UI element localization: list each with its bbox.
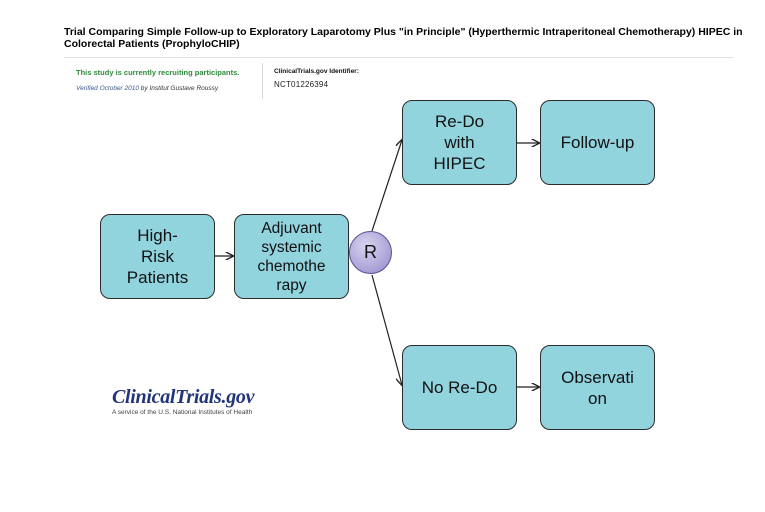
node-randomization: R: [349, 231, 392, 274]
arrow-randomize-to-noredo: [371, 274, 402, 385]
node-high-risk-patients: High- Risk Patients: [100, 214, 215, 299]
node-adjuvant-chemotherapy: Adjuvant systemic chemothe rapy: [234, 214, 349, 299]
node-follow-up: Follow-up: [540, 100, 655, 185]
verified-by: by Institut Gustave Roussy: [139, 85, 219, 92]
recruitment-status: This study is currently recruiting parti…: [76, 68, 240, 77]
header-divider: [64, 57, 734, 58]
header-column-divider: [262, 63, 263, 99]
logo-tagline: A service of the U.S. National Institute…: [112, 409, 253, 416]
verified-line: Verified October 2010 by Institut Gustav…: [76, 85, 218, 92]
arrow-randomize-to-redo: [371, 140, 402, 232]
node-observation: Observati on: [540, 345, 655, 430]
verified-date: Verified October 2010: [76, 85, 139, 92]
logo-text: ClinicalTrials.gov: [112, 386, 255, 408]
study-title: Trial Comparing Simple Follow-up to Expl…: [64, 26, 743, 50]
node-no-redo: No Re-Do: [402, 345, 517, 430]
clinicaltrials-logo: ClinicalTrials.gov: [112, 386, 255, 409]
identifier-label: ClinicalTrials.gov Identifier:: [274, 68, 359, 75]
node-redo-with-hipec: Re-Do with HIPEC: [402, 100, 517, 185]
identifier-value: NCT01226394: [274, 80, 329, 89]
